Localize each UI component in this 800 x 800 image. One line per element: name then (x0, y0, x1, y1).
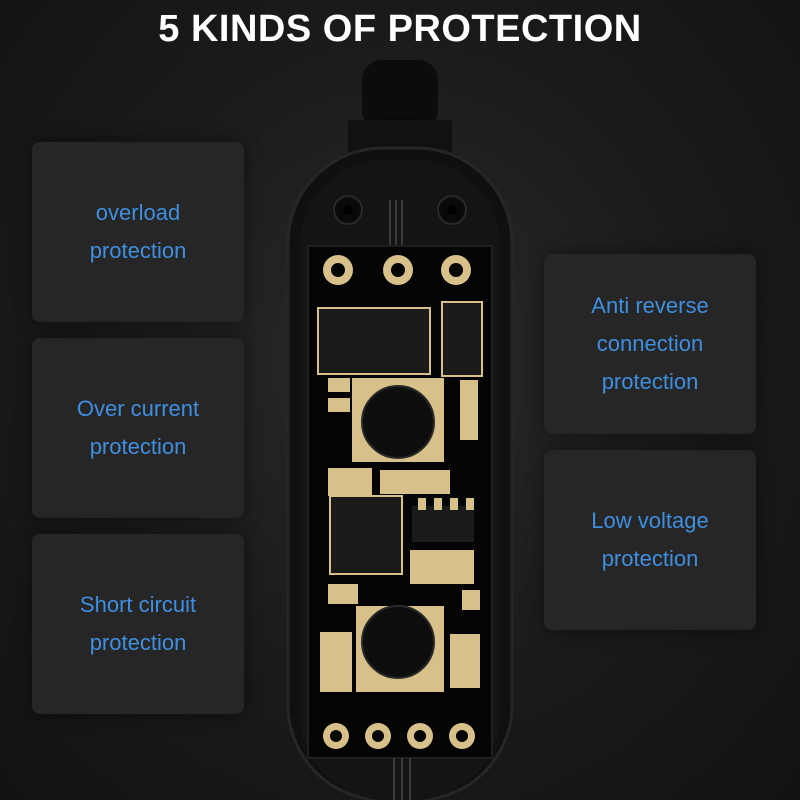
card-over-current-protection: Over current protection (32, 338, 244, 518)
circuit-board-image (286, 60, 514, 800)
card-line: connection (596, 331, 704, 356)
card-overload-protection: overload protection (32, 142, 244, 322)
card-low-voltage-protection: Low voltage protection (544, 450, 756, 630)
card-line: overload (95, 200, 181, 225)
card-line: protection (89, 630, 187, 655)
card-line: protection (89, 238, 187, 263)
card-line: Short circuit (79, 592, 197, 617)
card-line: Anti reverse (591, 293, 709, 318)
card-line: protection (601, 546, 699, 571)
card-line: Low voltage (591, 508, 709, 533)
card-line: protection (601, 369, 699, 394)
card-anti-reverse-protection: Anti reverse connection protection (544, 254, 756, 434)
card-line: Over current (76, 396, 200, 421)
page-title: 5 KINDS OF PROTECTION (158, 8, 642, 50)
card-line: protection (89, 434, 187, 459)
card-short-circuit-protection: Short circuit protection (32, 534, 244, 714)
